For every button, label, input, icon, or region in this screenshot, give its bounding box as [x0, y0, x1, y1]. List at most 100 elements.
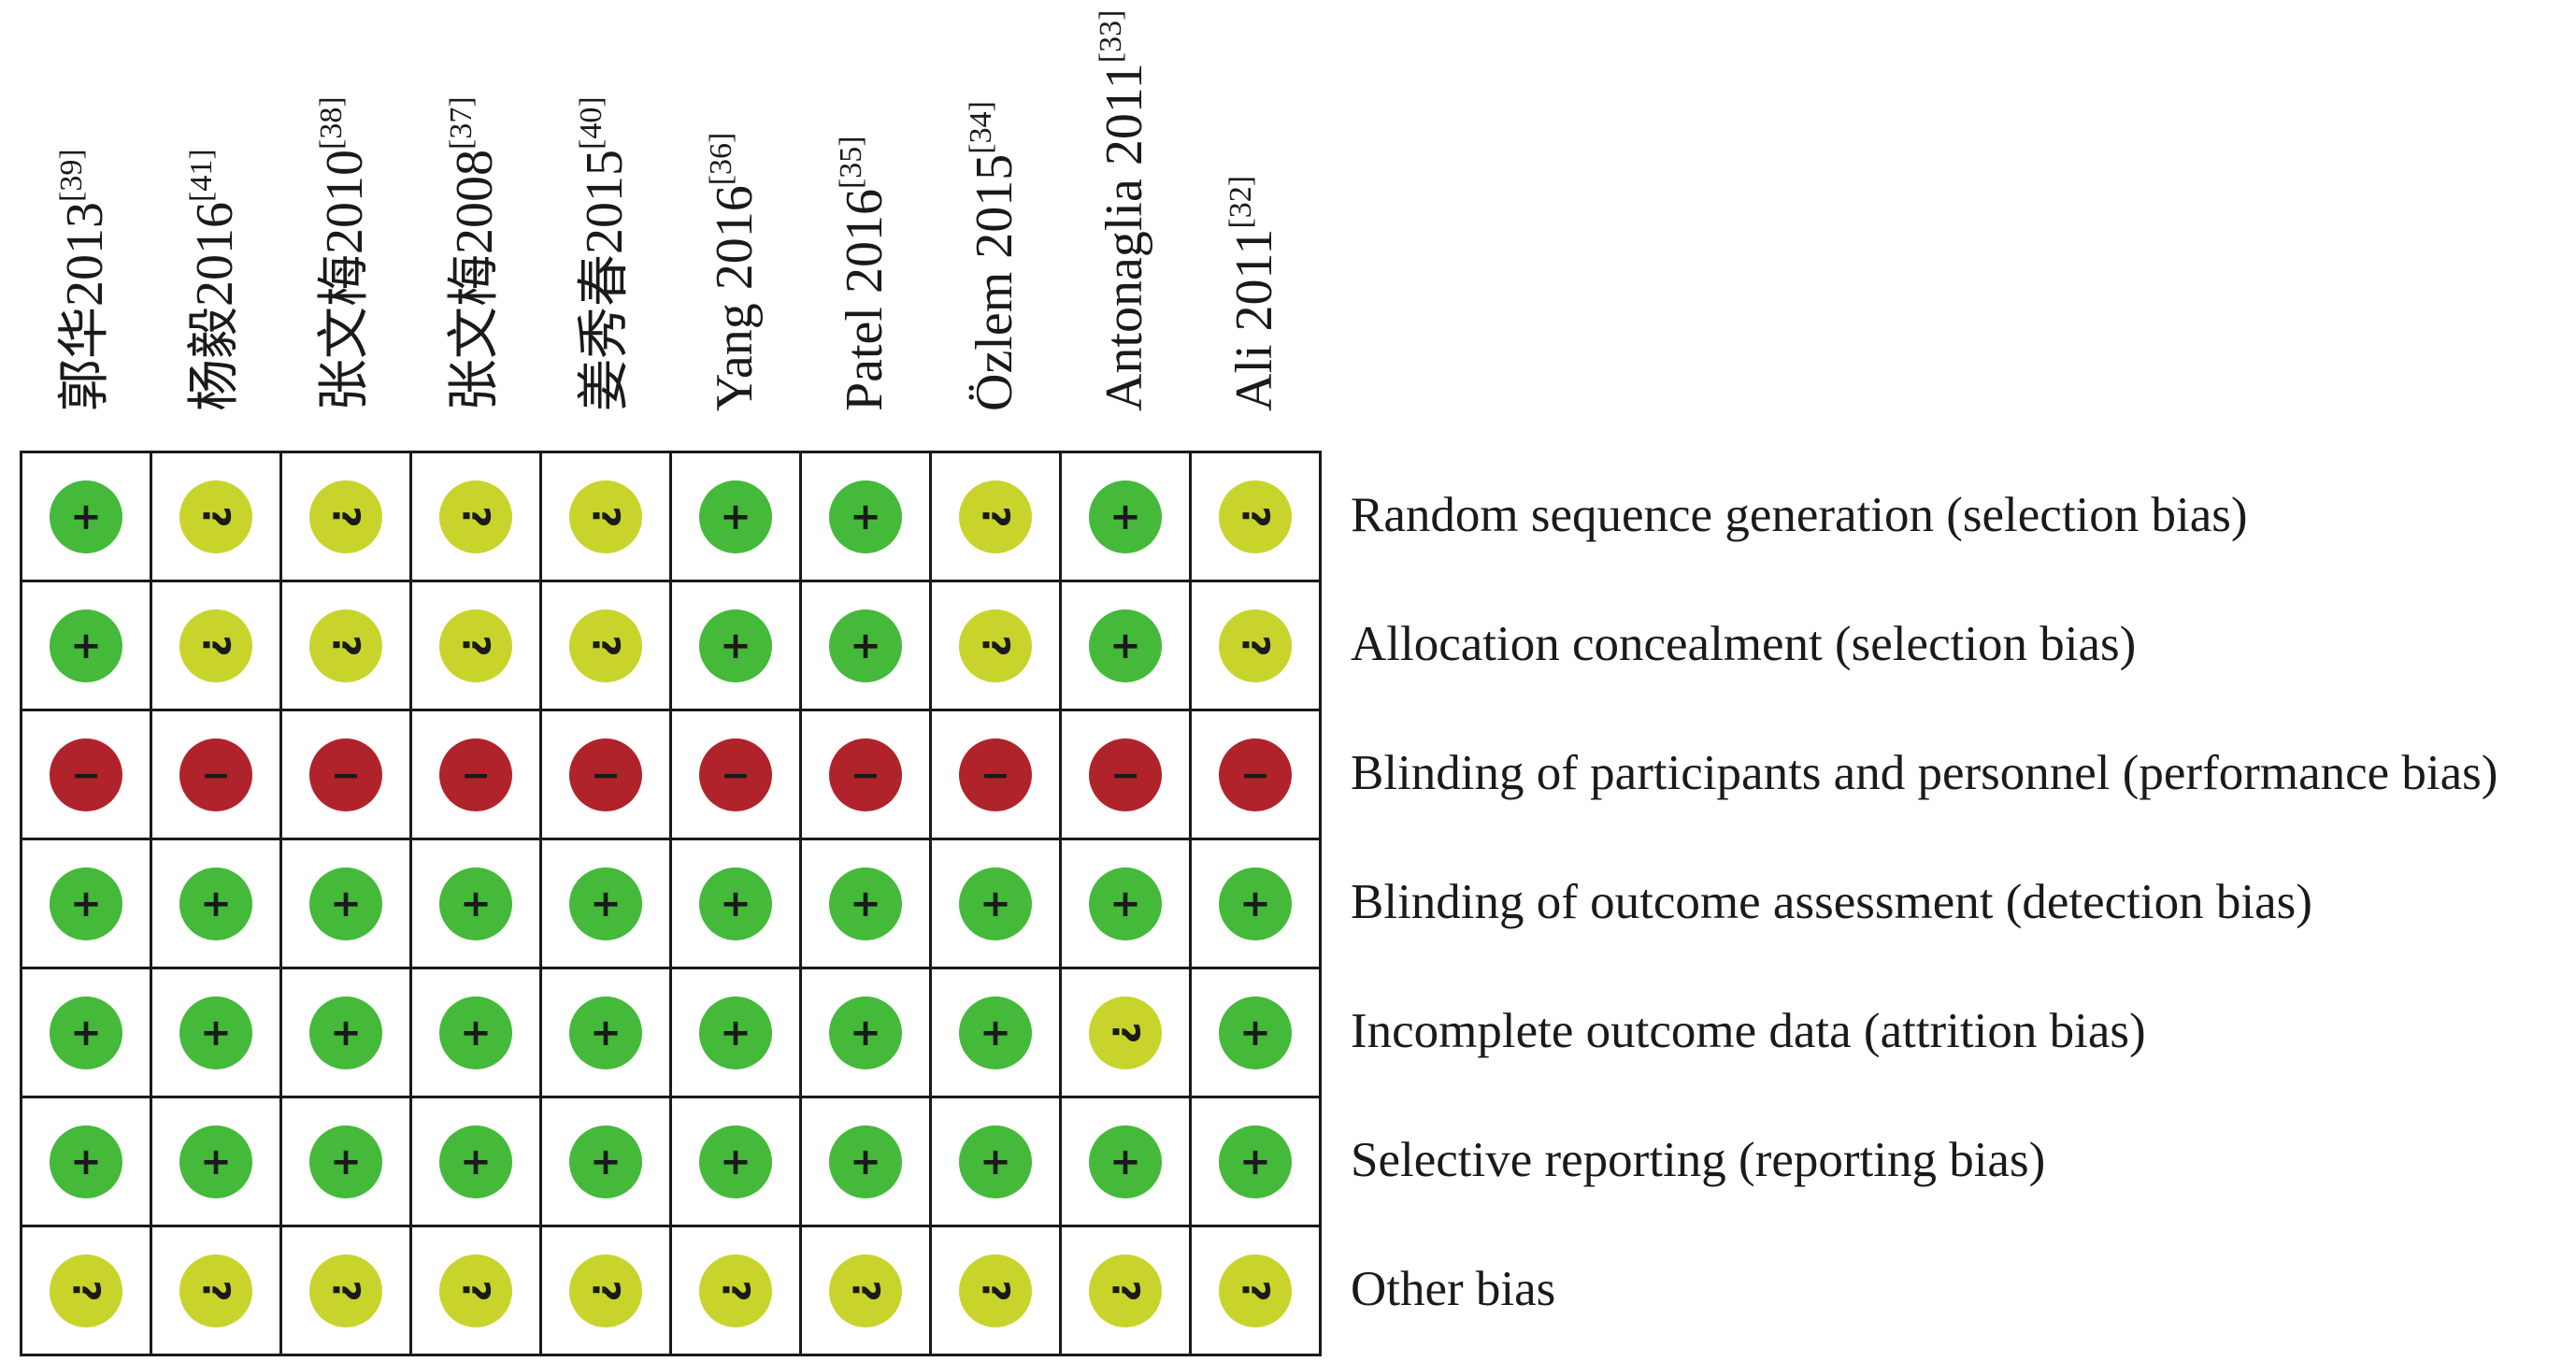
- study-name-text: 郭华2013: [55, 202, 114, 411]
- risk-of-bias-grid: +????++?+?+????++?+?−−−−−−−−−−++++++++++…: [20, 451, 1322, 1356]
- risk-symbol: +: [980, 1140, 1011, 1183]
- grid-cell: ?: [150, 451, 282, 582]
- study-reference: [36]: [703, 132, 738, 186]
- high-risk-icon: −: [439, 738, 512, 811]
- low-risk-icon: +: [439, 867, 512, 940]
- risk-symbol: +: [980, 1011, 1011, 1054]
- risk-symbol: +: [70, 624, 102, 667]
- study-name: 杨毅2016[41]: [184, 149, 245, 411]
- low-risk-icon: +: [569, 996, 642, 1069]
- high-risk-icon: −: [829, 738, 902, 811]
- grid-cell: ?: [1189, 580, 1322, 711]
- risk-symbol: +: [720, 495, 751, 538]
- risk-symbol: ?: [453, 634, 497, 657]
- risk-symbol: +: [330, 1140, 362, 1183]
- low-risk-icon: +: [309, 867, 382, 940]
- study-name-text: 张文梅2008: [445, 150, 504, 411]
- unclear-risk-icon: ?: [959, 480, 1032, 553]
- high-risk-icon: −: [959, 738, 1032, 811]
- grid-cell: ?: [279, 580, 412, 711]
- grid-cell: +: [799, 451, 932, 582]
- grid-cell: ?: [409, 580, 542, 711]
- grid-cell: −: [20, 709, 152, 840]
- risk-symbol: ?: [1233, 505, 1277, 528]
- low-risk-icon: +: [439, 996, 512, 1069]
- grid-cell: −: [150, 709, 282, 840]
- risk-symbol: +: [720, 1140, 751, 1183]
- risk-symbol: +: [70, 1011, 102, 1054]
- grid-cell: +: [799, 838, 932, 969]
- grid-cell: ?: [539, 580, 672, 711]
- study-name: 郭华2013[39]: [53, 149, 115, 411]
- study-reference: [35]: [833, 136, 868, 190]
- unclear-risk-icon: ?: [959, 609, 1032, 682]
- risk-symbol: +: [460, 1011, 492, 1054]
- unclear-risk-icon: ?: [179, 480, 252, 553]
- domain-label: Selective reporting (reporting bias): [1351, 1133, 2046, 1187]
- grid-cell: ?: [929, 580, 1062, 711]
- grid-cell: +: [409, 967, 542, 1098]
- risk-symbol: −: [591, 753, 621, 796]
- unclear-risk-icon: ?: [569, 1254, 642, 1327]
- study-reference: [39]: [53, 149, 89, 202]
- domain-label: Incomplete outcome data (attrition bias): [1351, 1004, 2146, 1058]
- study-name-text: 姜秀春2015: [575, 150, 634, 411]
- risk-symbol: +: [200, 1011, 232, 1054]
- study-reference: [32]: [1223, 175, 1258, 229]
- low-risk-icon: +: [699, 996, 772, 1069]
- risk-symbol: +: [1109, 624, 1141, 667]
- low-risk-icon: +: [439, 1125, 512, 1198]
- grid-cell: ?: [279, 1225, 412, 1356]
- study-name: 张文梅2010[38]: [314, 96, 375, 411]
- study-reference: [40]: [573, 96, 608, 150]
- low-risk-icon: +: [829, 996, 902, 1069]
- unclear-risk-icon: ?: [1089, 1254, 1162, 1327]
- grid-cell: +: [150, 838, 282, 969]
- grid-cell: −: [1059, 709, 1192, 840]
- risk-symbol: +: [330, 1011, 362, 1054]
- risk-symbol: ?: [1233, 634, 1277, 657]
- risk-symbol: ?: [323, 634, 367, 657]
- grid-cell: ?: [1189, 1225, 1322, 1356]
- risk-symbol: +: [330, 882, 362, 925]
- risk-symbol: +: [70, 495, 102, 538]
- grid-cell: +: [929, 838, 1062, 969]
- low-risk-icon: +: [699, 480, 772, 553]
- risk-symbol: +: [850, 495, 881, 538]
- low-risk-icon: +: [1089, 1125, 1162, 1198]
- low-risk-icon: +: [1219, 996, 1292, 1069]
- unclear-risk-icon: ?: [569, 609, 642, 682]
- low-risk-icon: +: [699, 1125, 772, 1198]
- grid-cell: +: [539, 838, 672, 969]
- unclear-risk-icon: ?: [959, 1254, 1032, 1327]
- risk-symbol: −: [71, 753, 101, 796]
- grid-cell: +: [799, 967, 932, 1098]
- risk-symbol: ?: [1103, 1279, 1147, 1302]
- risk-symbol: ?: [323, 1279, 367, 1302]
- risk-symbol: +: [70, 882, 102, 925]
- grid-cell: +: [1189, 1096, 1322, 1227]
- grid-cell: +: [539, 967, 672, 1098]
- unclear-risk-icon: ?: [1219, 480, 1292, 553]
- low-risk-icon: +: [829, 480, 902, 553]
- grid-cell: +: [409, 838, 542, 969]
- grid-cell: +: [1189, 967, 1322, 1098]
- grid-cell: +: [799, 580, 932, 711]
- low-risk-icon: +: [50, 609, 122, 682]
- low-risk-icon: +: [179, 996, 252, 1069]
- grid-cell: +: [929, 1096, 1062, 1227]
- unclear-risk-icon: ?: [309, 1254, 382, 1327]
- grid-cell: +: [409, 1096, 542, 1227]
- unclear-risk-icon: ?: [179, 1254, 252, 1327]
- low-risk-icon: +: [309, 1125, 382, 1198]
- low-risk-icon: +: [959, 867, 1032, 940]
- grid-cell: ?: [279, 451, 412, 582]
- risk-symbol: −: [980, 753, 1010, 796]
- risk-symbol: −: [851, 753, 880, 796]
- risk-symbol: ?: [973, 505, 1017, 528]
- unclear-risk-icon: ?: [50, 1254, 122, 1327]
- grid-cell: +: [799, 1096, 932, 1227]
- grid-cell: −: [1189, 709, 1322, 840]
- risk-symbol: ?: [453, 505, 497, 528]
- study-name-text: 张文梅2010: [315, 150, 374, 411]
